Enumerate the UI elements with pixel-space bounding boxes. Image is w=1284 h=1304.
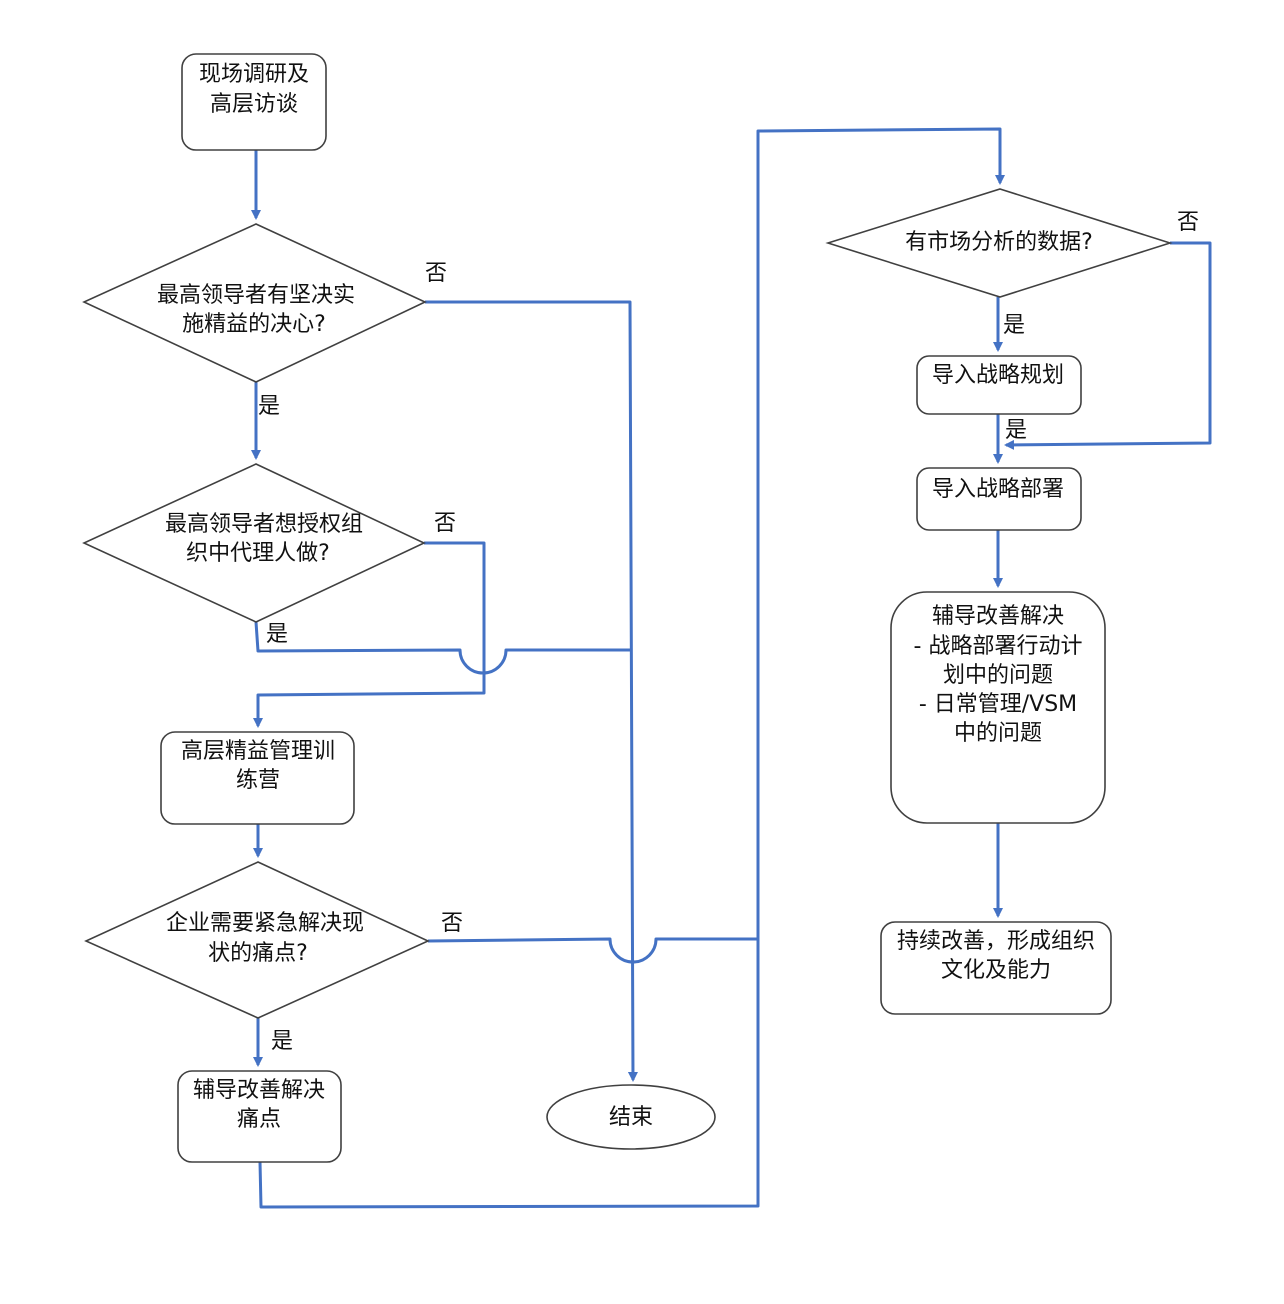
coach-improve-line-4: - 日常管理/VSM xyxy=(919,692,1077,717)
strategy-planning-label: 导入战略规划 xyxy=(932,363,1064,388)
coach-pain-line-2: 痛点 xyxy=(237,1107,281,1132)
bootcamp-line-1: 高层精益管理训 xyxy=(181,739,335,764)
connector-q2-yes-merge xyxy=(254,621,630,675)
connector-q2-no-to-bootcamp xyxy=(253,541,486,728)
connector-coach-to-right-column xyxy=(258,127,1005,1209)
decision-determination xyxy=(82,223,427,383)
node-coach-pain xyxy=(177,1070,342,1163)
coach-improve-line-1: 辅导改善解决 xyxy=(932,604,1064,629)
pain-point-line-1: 企业需要紧急解决现 xyxy=(166,911,364,936)
q1-yes-label: 是 xyxy=(258,394,280,419)
node-labels: 现场调研及 高层访谈 最高领导者有坚决实 施精益的决心? 最高领导者想授权组 织… xyxy=(157,62,1095,1132)
connectors xyxy=(251,127,1212,1209)
q3-yes-label: 是 xyxy=(271,1029,293,1054)
sustain-line-1: 持续改善，形成组织 xyxy=(897,929,1095,954)
connector-q3-no-to-right xyxy=(427,937,758,964)
node-strategy-deploy xyxy=(916,467,1082,531)
planning-yes-label: 是 xyxy=(1005,418,1027,443)
q4-yes-label: 是 xyxy=(1003,313,1025,338)
connector-q4-no-to-deploy xyxy=(1004,241,1212,450)
pain-point-line-2: 状的痛点? xyxy=(208,941,308,966)
authorize-line-1: 最高领导者想授权组 xyxy=(165,512,363,537)
decision-market-data xyxy=(825,188,1173,298)
node-coach-improve xyxy=(890,591,1106,824)
determination-line-1: 最高领导者有坚决实 xyxy=(157,283,355,308)
q4-no-label: 否 xyxy=(1177,210,1199,235)
sustain-line-2: 文化及能力 xyxy=(941,958,1051,983)
determination-line-2: 施精益的决心? xyxy=(182,312,326,337)
site-research-line-1: 现场调研及 xyxy=(199,62,309,87)
node-site-research xyxy=(181,53,327,151)
authorize-line-2: 织中代理人做? xyxy=(186,541,330,566)
bootcamp-line-2: 练营 xyxy=(236,768,280,793)
node-sustain xyxy=(880,921,1112,1015)
q1-no-label: 否 xyxy=(425,261,447,286)
node-bootcamp xyxy=(160,731,355,825)
q2-yes-label: 是 xyxy=(266,622,288,647)
strategy-deploy-label: 导入战略部署 xyxy=(932,477,1064,502)
coach-pain-line-1: 辅导改善解决 xyxy=(193,1078,325,1103)
decision-pain-point xyxy=(84,861,430,1019)
edge-labels: 否 是 否 是 否 是 否 是 是 xyxy=(258,210,1199,1054)
connector-q1-no-to-end xyxy=(425,300,638,1082)
coach-improve-line-3: 划中的问题 xyxy=(943,663,1053,688)
site-research-line-2: 高层访谈 xyxy=(210,92,298,117)
q2-no-label: 否 xyxy=(434,511,456,536)
q3-no-label: 否 xyxy=(441,911,463,936)
node-end xyxy=(546,1084,716,1150)
coach-improve-line-5: 中的问题 xyxy=(954,721,1042,746)
market-data-label: 有市场分析的数据? xyxy=(905,230,1093,255)
node-strategy-planning xyxy=(916,355,1082,415)
decision-authorize xyxy=(82,463,426,623)
shapes xyxy=(82,53,1173,1163)
coach-improve-line-2: - 战略部署行动计 xyxy=(914,634,1083,659)
end-label: 结束 xyxy=(609,1105,653,1130)
